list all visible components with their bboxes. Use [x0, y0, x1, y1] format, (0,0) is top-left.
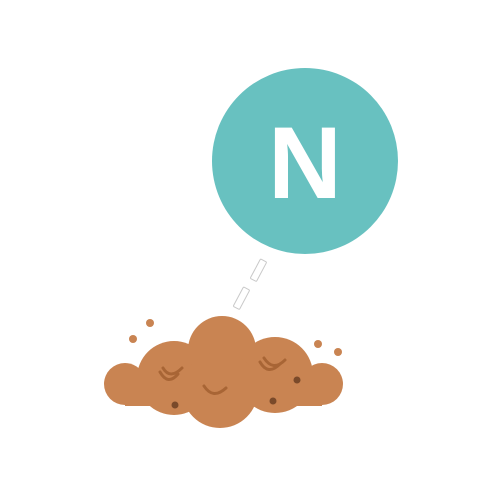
soil-particle [314, 340, 322, 348]
soil-particle [129, 335, 137, 343]
soil-speck [269, 397, 277, 405]
element-symbol: N [268, 106, 342, 220]
connector-dash-upper [250, 258, 267, 282]
element-circle [212, 68, 398, 254]
soil-speck [171, 401, 179, 409]
soil-shadow-arc [202, 384, 228, 395]
soil-speck [293, 376, 301, 384]
connector-dash-lower [233, 286, 250, 310]
soil-particle [334, 348, 342, 356]
soil-shadow-arc [158, 370, 180, 381]
soil-base [125, 380, 322, 406]
dashed-connector-icon [233, 258, 267, 310]
soil-particle [146, 319, 154, 327]
soil-shadow-arc [262, 356, 287, 367]
nitrogen-element-icon: N [212, 68, 398, 254]
soil-pile-icon [104, 316, 343, 428]
soil-shadow-arc [161, 366, 184, 376]
